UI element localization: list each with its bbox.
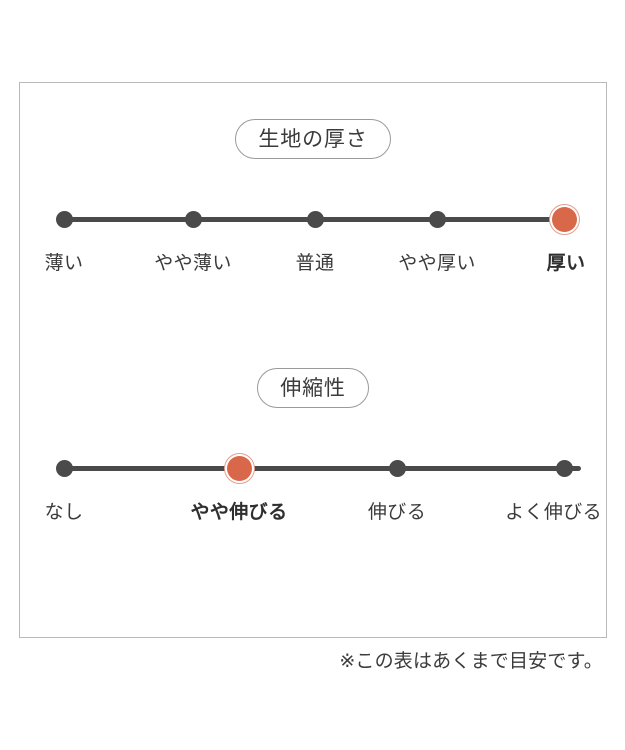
- scale-dot-stretch-4[interactable]: [555, 459, 573, 477]
- scale-label-thickness-5-active: 厚い: [546, 253, 586, 274]
- scale-dot-thickness-5-active[interactable]: [551, 206, 577, 232]
- spec-panel: 生地の厚さ 薄い やや薄い 普通 やや厚い 厚い 伸縮性: [19, 82, 607, 638]
- badge-thickness: 生地の厚さ: [235, 119, 391, 159]
- scale-label-thickness-1: 薄い: [44, 253, 84, 274]
- scale-track-stretch: [20, 455, 606, 481]
- scale-label-thickness-3: 普通: [295, 253, 335, 274]
- footnote-disclaimer: ※この表はあくまで目安です。: [339, 651, 603, 672]
- scale-label-thickness-2: やや薄い: [154, 253, 232, 274]
- scale-group-stretch: 伸縮性 なし やや伸びる 伸びる よく伸びる: [20, 368, 606, 530]
- badge-row-stretch: 伸縮性: [20, 368, 606, 408]
- track-line-stretch: [64, 465, 581, 471]
- scale-label-stretch-4: よく伸びる: [505, 502, 602, 523]
- scale-dot-thickness-4[interactable]: [428, 210, 446, 228]
- badge-row-thickness: 生地の厚さ: [20, 119, 606, 159]
- scale-label-stretch-1: なし: [44, 502, 84, 523]
- scale-track-thickness: [20, 206, 606, 232]
- scale-dot-thickness-1[interactable]: [55, 210, 73, 228]
- scale-labels-stretch: なし やや伸びる 伸びる よく伸びる: [20, 500, 606, 530]
- scale-labels-thickness: 薄い やや薄い 普通 やや厚い 厚い: [20, 251, 606, 281]
- scale-dot-thickness-3[interactable]: [306, 210, 324, 228]
- scale-label-stretch-3: 伸びる: [367, 502, 427, 523]
- scale-dot-stretch-2-active[interactable]: [226, 455, 252, 481]
- scale-dot-stretch-1[interactable]: [55, 459, 73, 477]
- scale-dot-stretch-3[interactable]: [388, 459, 406, 477]
- scale-label-stretch-2-active: やや伸びる: [190, 502, 288, 523]
- badge-stretch: 伸縮性: [257, 368, 369, 408]
- scale-group-thickness: 生地の厚さ 薄い やや薄い 普通 やや厚い 厚い: [20, 119, 606, 281]
- scale-label-thickness-4: やや厚い: [398, 253, 476, 274]
- scale-dot-thickness-2[interactable]: [184, 210, 202, 228]
